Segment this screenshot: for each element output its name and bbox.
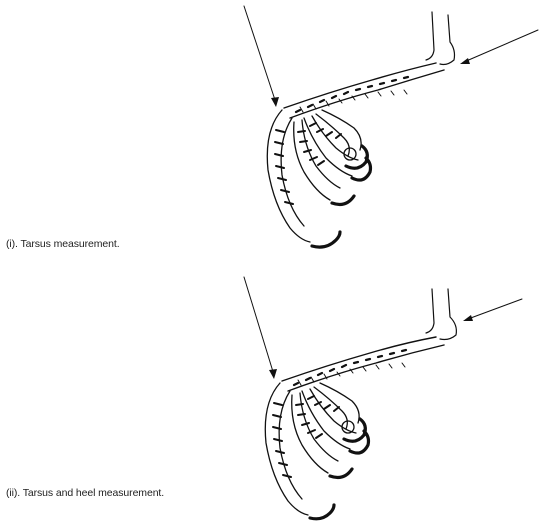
figure-panel-tarsus-heel: (ii). Tarsus and heel measurement. [0,263,543,526]
measurement-arrow-left [244,277,274,375]
arrowhead-left [269,369,277,379]
arrowhead-left [271,97,279,107]
claw-1 [310,505,334,519]
claw-1 [312,232,340,247]
arrowhead-right [463,315,473,321]
figure-caption-tarsus-heel: (ii). Tarsus and heel measurement. [6,487,164,499]
measurement-arrow-left [244,6,276,103]
bird-foot-illustration [0,0,543,263]
claw-2 [330,469,352,477]
claw-2 [332,196,354,204]
figure-caption-tarsus: (i). Tarsus measurement. [6,238,120,250]
arrowhead-right [460,58,470,64]
figure-panel-tarsus: (i). Tarsus measurement. [0,0,543,263]
measurement-arrow-right [464,30,538,62]
measurement-arrow-right [468,299,522,319]
